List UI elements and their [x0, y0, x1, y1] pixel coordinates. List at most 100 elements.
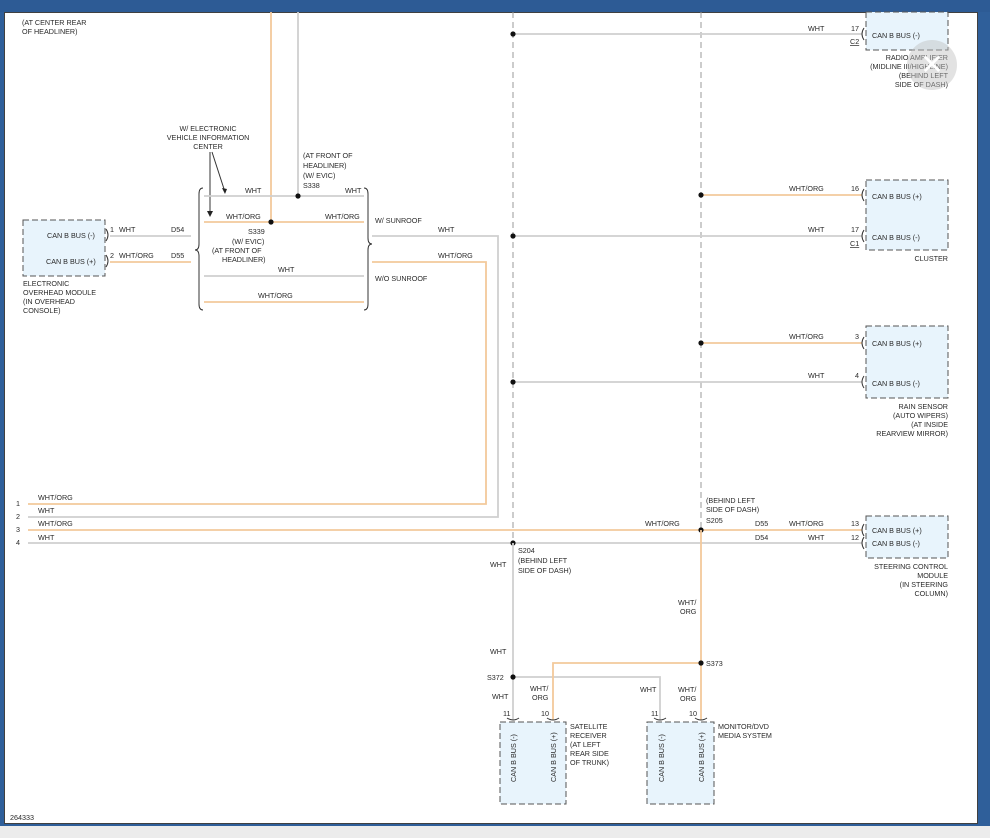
viewer-bottom-bar — [0, 826, 990, 838]
steering-label-2: MODULE — [917, 571, 948, 580]
s373-label: S373 — [706, 659, 723, 668]
rain-bracket-1 — [861, 336, 865, 350]
mon-label-1: MONITOR/DVD — [718, 722, 769, 731]
harness-bracket-left — [194, 187, 204, 311]
steering-pin-13: 13 — [851, 519, 859, 528]
s339-label-1: S339 — [248, 227, 265, 236]
bus-wire-1-color: WHT/ORG — [38, 493, 73, 502]
mon-can-plus: CAN B BUS (+) — [697, 732, 706, 782]
s204-label-3: SIDE OF DASH) — [518, 566, 571, 575]
wire-s372-branch — [513, 676, 661, 720]
sat-org-color-2: ORG — [532, 693, 549, 702]
radio-amp-pin: 17 — [851, 24, 859, 33]
figure-id: 264333 — [10, 813, 34, 822]
cluster-wire-2-color: WHT — [808, 225, 825, 234]
bus-pin-1: 1 — [16, 499, 20, 508]
s338-label: S338 — [303, 181, 320, 190]
cluster-bracket-1 — [861, 188, 865, 202]
rain-label-2: (AUTO WIPERS) — [893, 411, 948, 420]
radio-amp-can-minus: CAN B BUS (-) — [872, 31, 920, 40]
s205-label-3: S205 — [706, 516, 723, 525]
sat-label-1: SATELLITE — [570, 722, 608, 731]
overhead-label-2: OVERHEAD MODULE — [23, 288, 96, 297]
evic-note-1: W/ ELECTRONIC — [179, 124, 236, 133]
close-icon: ✕ — [920, 48, 944, 81]
center-rear-label-2: OF HEADLINER) — [22, 27, 78, 36]
overhead-label-1: ELECTRONIC — [23, 279, 69, 288]
rain-pin-3: 3 — [855, 332, 859, 341]
evic-arrowhead-1 — [222, 188, 227, 194]
mon-can-minus: CAN B BUS (-) — [657, 734, 666, 782]
rain-can-minus: CAN B BUS (-) — [872, 379, 920, 388]
overhead-wire-2-color: WHT/ORG — [119, 251, 154, 260]
sat-bracket-1 — [506, 717, 520, 721]
radio-amp-bracket — [861, 27, 865, 41]
steering-connector-d54: D54 — [755, 533, 768, 542]
s372-label: S372 — [487, 673, 504, 682]
center-rear-label-1: (AT CENTER REAR — [22, 18, 86, 27]
mon-bracket-2 — [694, 717, 708, 721]
diagram-sheet — [4, 12, 978, 824]
cluster-pin-17: 17 — [851, 225, 859, 234]
radio-amp-wire-color: WHT — [808, 24, 825, 33]
front-headliner-note-1: (AT FRONT OF — [303, 151, 353, 160]
overhead-bracket-1 — [105, 228, 109, 242]
overhead-pin-2: 2 — [110, 251, 114, 260]
bus-wire-3-color: WHT/ORG — [38, 519, 73, 528]
evic-note-2: VEHICLE INFORMATION — [167, 133, 250, 142]
close-button[interactable]: ✕ — [907, 40, 957, 90]
sat-pin-10: 10 — [541, 709, 549, 718]
bus-pin-4: 4 — [16, 538, 20, 547]
splice-s338-dot — [295, 193, 301, 199]
bus-pin-3: 3 — [16, 525, 20, 534]
down-org-color-2: ORG — [680, 607, 697, 616]
s204-label-2: (BEHIND LEFT — [518, 556, 568, 565]
cluster-label: CLUSTER — [914, 254, 948, 263]
mon-bracket-1 — [653, 717, 667, 721]
rain-bracket-2 — [861, 375, 865, 389]
splice-dot-rain-wht — [510, 379, 516, 385]
cluster-module — [865, 179, 949, 251]
harness-wire-5-color: WHT — [278, 265, 295, 274]
harness-wire-1-color: WHT — [245, 186, 262, 195]
harness-wire-2-color: WHT — [345, 186, 362, 195]
evic-note-3: CENTER — [193, 142, 223, 151]
viewer-title-bar — [0, 0, 990, 12]
steering-bracket-1 — [861, 523, 865, 537]
overhead-wire-1-color: WHT — [119, 225, 136, 234]
mon-pin-10: 10 — [689, 709, 697, 718]
mon-org-color-2: ORG — [680, 694, 697, 703]
front-headliner-note-2: HEADLINER) — [303, 161, 347, 170]
cluster-wire-1-color: WHT/ORG — [789, 184, 824, 193]
mon-label-2: MEDIA SYSTEM — [718, 731, 772, 740]
rain-wire-2-color: WHT — [808, 371, 825, 380]
cluster-connector: C1 — [850, 239, 859, 248]
s339-label-4: HEADLINER) — [222, 255, 266, 264]
w-sunroof-label: W/ SUNROOF — [375, 216, 422, 225]
rain-pin-4: 4 — [855, 371, 859, 380]
radio-amp-label-3: (BEHIND LEFT — [899, 71, 949, 80]
s204-wire-color: WHT — [490, 560, 507, 569]
wire-s373-branch — [552, 662, 701, 720]
down-org-color-1: WHT/ — [678, 598, 696, 607]
radio-amplifier-module — [865, 11, 949, 51]
satellite-receiver-module — [499, 721, 567, 805]
mon-org-color-1: WHT/ — [678, 685, 696, 694]
down-wht-color: WHT — [490, 647, 507, 656]
sat-can-plus: CAN B BUS (+) — [549, 732, 558, 782]
s339-label-2: (W/ EVIC) — [232, 237, 264, 246]
steering-label-3: (IN STEERING — [900, 580, 949, 589]
monitor-dvd-module — [646, 721, 715, 805]
rain-can-plus: CAN B BUS (+) — [872, 339, 922, 348]
sat-org-color-1: WHT/ — [530, 684, 548, 693]
harness-wire-4-color: WHT/ORG — [325, 212, 360, 221]
overhead-can-plus: CAN B BUS (+) — [46, 257, 96, 266]
radio-amp-connector: C2 — [850, 37, 859, 46]
steering-module — [865, 515, 949, 559]
rain-label-3: (AT INSIDE — [911, 420, 948, 429]
steering-label-1: STEERING CONTROL — [874, 562, 948, 571]
steering-wire-2-color: WHT — [808, 533, 825, 542]
s339-label-3: (AT FRONT OF — [212, 246, 262, 255]
front-headliner-note-3: (W/ EVIC) — [303, 171, 335, 180]
evic-pointer-1 — [211, 151, 226, 193]
